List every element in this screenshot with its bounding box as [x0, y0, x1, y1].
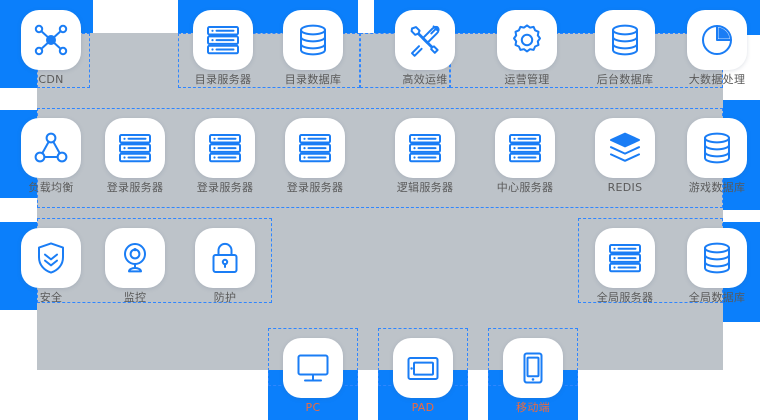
node-label-bigdata: 大数据处理	[688, 73, 746, 86]
node-dir-server[interactable]: 目录服务器	[186, 10, 260, 86]
gear-icon	[497, 10, 557, 70]
node-label-game-db: 游戏数据库	[688, 181, 746, 194]
node-label-protect: 防护	[213, 291, 237, 304]
node-label-logic: 逻辑服务器	[396, 181, 454, 194]
node-ops[interactable]: 高效运维	[388, 10, 462, 86]
node-op-manage[interactable]: 运营管理	[490, 10, 564, 86]
group-directory	[178, 33, 360, 88]
camera-monitor-icon	[105, 228, 165, 288]
smartphone-icon	[503, 338, 563, 398]
node-security[interactable]: 安全	[14, 228, 88, 304]
node-lb[interactable]: 负载均衡	[14, 118, 88, 194]
node-label-cdn: CDN	[38, 73, 64, 86]
node-protect[interactable]: 防护	[188, 228, 262, 304]
node-label-mobile: 移动端	[516, 401, 550, 414]
load-balance-icon	[21, 118, 81, 178]
node-label-security: 安全	[39, 291, 63, 304]
node-label-op-manage: 运营管理	[504, 73, 550, 86]
node-login-2[interactable]: 登录服务器	[188, 118, 262, 194]
database-icon	[283, 10, 343, 70]
cdn-network-icon	[21, 10, 81, 70]
tablet-icon	[393, 338, 453, 398]
architecture-backdrop-panel	[37, 33, 723, 370]
node-login-3[interactable]: 登录服务器	[278, 118, 352, 194]
node-login-1[interactable]: 登录服务器	[98, 118, 172, 194]
node-redis[interactable]: REDIS	[588, 118, 662, 194]
lock-icon	[195, 228, 255, 288]
node-label-lb: 负载均衡	[28, 181, 74, 194]
node-label-dir-server: 目录服务器	[194, 73, 252, 86]
node-pad[interactable]: PAD	[386, 338, 460, 414]
node-label-redis: REDIS	[607, 181, 643, 194]
node-center[interactable]: 中心服务器	[488, 118, 562, 194]
node-label-pc: PC	[305, 401, 321, 414]
node-game-db[interactable]: 游戏数据库	[680, 118, 754, 194]
server-rack-icon	[595, 228, 655, 288]
shield-icon	[21, 228, 81, 288]
database-icon	[687, 228, 747, 288]
node-dir-db[interactable]: 目录数据库	[276, 10, 350, 86]
server-rack-icon	[193, 10, 253, 70]
server-rack-icon	[105, 118, 165, 178]
node-mobile[interactable]: 移动端	[496, 338, 570, 414]
server-rack-icon	[195, 118, 255, 178]
node-monitor[interactable]: 监控	[98, 228, 172, 304]
node-cdn[interactable]: CDN	[14, 10, 88, 86]
server-rack-icon	[395, 118, 455, 178]
node-label-pad: PAD	[411, 401, 435, 414]
node-label-login-2: 登录服务器	[196, 181, 254, 194]
database-icon	[595, 10, 655, 70]
node-label-backend-db: 后台数据库	[596, 73, 654, 86]
node-label-global-db: 全局数据库	[688, 291, 746, 304]
database-icon	[687, 118, 747, 178]
pie-chart-icon	[687, 10, 747, 70]
node-pc[interactable]: PC	[276, 338, 350, 414]
node-backend-db[interactable]: 后台数据库	[588, 10, 662, 86]
node-label-monitor: 监控	[123, 291, 147, 304]
node-global-server[interactable]: 全局服务器	[588, 228, 662, 304]
node-label-global-server: 全局服务器	[596, 291, 654, 304]
node-global-db[interactable]: 全局数据库	[680, 228, 754, 304]
stack-layers-icon	[595, 118, 655, 178]
node-label-dir-db: 目录数据库	[284, 73, 342, 86]
desktop-monitor-icon	[283, 338, 343, 398]
node-label-login-3: 登录服务器	[286, 181, 344, 194]
server-rack-icon	[495, 118, 555, 178]
node-label-ops: 高效运维	[402, 73, 448, 86]
tools-wrench-screwdriver-icon	[395, 10, 455, 70]
node-logic[interactable]: 逻辑服务器	[388, 118, 462, 194]
node-label-login-1: 登录服务器	[106, 181, 164, 194]
node-label-center: 中心服务器	[496, 181, 554, 194]
node-bigdata[interactable]: 大数据处理	[680, 10, 754, 86]
server-rack-icon	[285, 118, 345, 178]
